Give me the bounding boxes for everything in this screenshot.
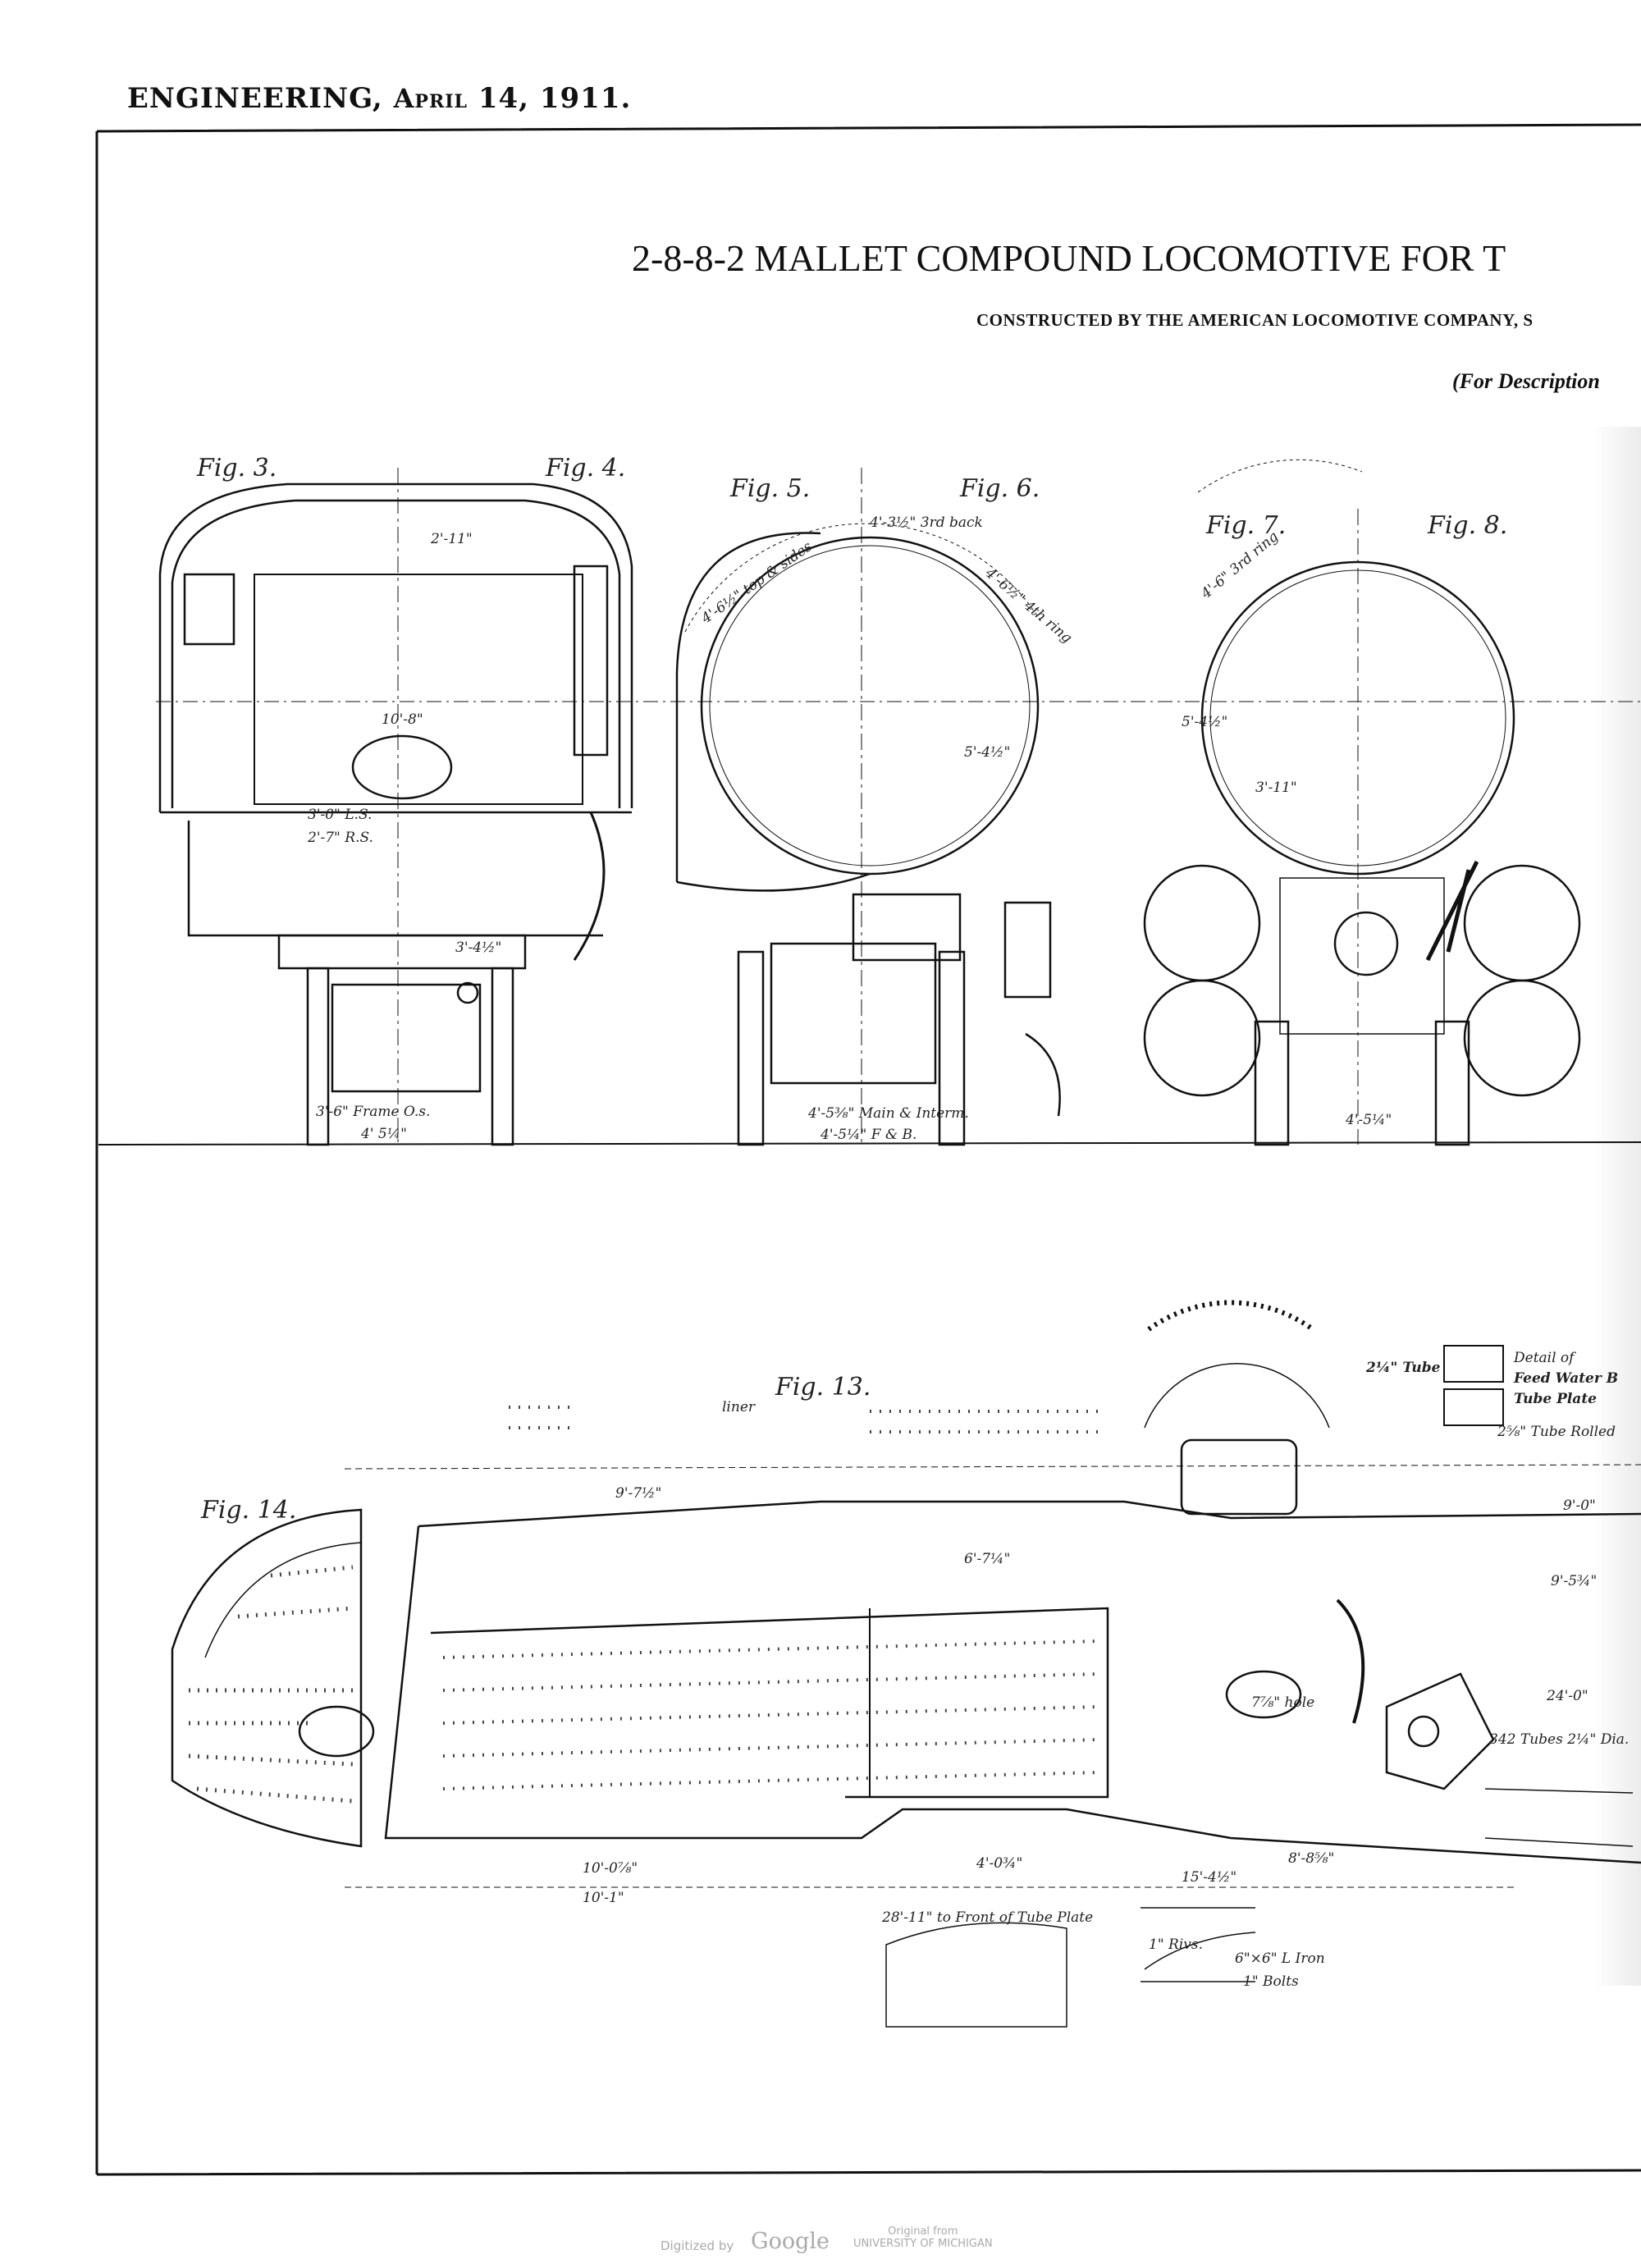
original-from: Original from UNIVERSITY OF MICHIGAN (853, 2225, 993, 2250)
dim-main-interm: 4'-5⅜" Main & Interm. (807, 1105, 969, 1122)
dim-24-0: 24'-0" (1546, 1688, 1588, 1704)
dim-5-4b: 5'-4½" (1182, 714, 1227, 730)
plate-subtitle: CONSTRUCTED BY THE AMERICAN LOCOMOTIVE C… (976, 310, 1534, 330)
dim-liner: liner (722, 1399, 756, 1415)
detail-caption-3: Tube Plate (1514, 1391, 1597, 1407)
fig13-firebox-elevation (344, 1300, 1641, 2028)
fig3-4-cab-front (158, 468, 633, 1146)
dim-2-11: 2'-11" (430, 531, 473, 547)
feed-water-detail (1443, 1345, 1504, 1426)
dim-10-0: 10'-0⅞" (583, 1860, 638, 1877)
fig8-label: Fig. 8. (1427, 511, 1507, 540)
fig5-6-boiler-section (675, 468, 1061, 1146)
fig4-label: Fig. 4. (545, 454, 625, 482)
original-from-label: Original from (888, 2225, 958, 2238)
dim-rivs: 1" Rivs. (1149, 1936, 1203, 1953)
detail-rolled: 2⅝" Tube Rolled (1497, 1424, 1616, 1440)
dim-10-1: 10'-1" (583, 1890, 624, 1906)
dim-fig78-gauge: 4'-5¼" (1345, 1112, 1392, 1128)
dim-to-front: 28'-11" to Front of Tube Plate (881, 1909, 1093, 1926)
fig14-back-head (171, 1508, 375, 1848)
dim-15-4: 15'-4½" (1182, 1869, 1236, 1886)
dim-4-0: 4'-0¾" (976, 1855, 1022, 1872)
fig7-label: Fig. 7. (1205, 511, 1286, 540)
dim-3-4: 3'-4½" (455, 940, 501, 956)
dim-9-5: 9'-5¾" (1551, 1573, 1597, 1589)
dim-5-4: 5'-4½" (964, 744, 1010, 761)
fig13-label: Fig. 13. (775, 1373, 871, 1401)
running-head: ENGINEERING, April 14, 1911. (127, 82, 631, 115)
dim-back: 4'-3½" 3rd back (869, 514, 983, 531)
issue-month: April (393, 83, 469, 114)
fig5-label: Fig. 5. (729, 474, 810, 503)
fig7-8-smokebox-section (1143, 459, 1581, 1146)
fig14-label: Fig. 14. (200, 1496, 296, 1525)
dim-tubes: 342 Tubes 2¼" Dia. (1489, 1731, 1629, 1748)
dim-handhole: 7⅞" hole (1251, 1694, 1314, 1711)
dim-gauge: 4' 5¼" (360, 1126, 407, 1142)
dim-bolts: 1" Bolts (1243, 1973, 1299, 1990)
rail-line (98, 1141, 1641, 1145)
detail-tube: 2¼" Tube (1365, 1360, 1441, 1376)
dim-iron: 6"×6" L Iron (1235, 1950, 1325, 1967)
google-logo: Google (751, 2229, 830, 2254)
fig6-label: Fig. 6. (959, 474, 1040, 503)
detail-caption-2: Feed Water B (1513, 1370, 1618, 1387)
digitized-by-text: Digitized by (661, 2238, 734, 2253)
description-note: (For Description (1452, 369, 1600, 393)
page-fold-shadow (1592, 427, 1641, 1986)
institution-name: UNIVERSITY OF MICHIGAN (853, 2238, 993, 2250)
dim-3-11: 3'-11" (1255, 780, 1297, 796)
dim-9-7: 9'-7½" (615, 1485, 661, 1502)
plate-border (95, 123, 1641, 2176)
dim-f-and-b: 4'-5¼" F & B. (820, 1127, 916, 1143)
dim-8-8: 8'-8⅝" (1288, 1850, 1334, 1867)
dim-6-7: 6'-7¼" (964, 1551, 1010, 1567)
dim-ls: 3'-0" L.S. (308, 807, 372, 823)
journal-name: ENGINEERING, (127, 82, 383, 115)
detail-caption-1: Detail of (1513, 1350, 1576, 1366)
plate-title: 2-8-8-2 MALLET COMPOUND LOCOMOTIVE FOR T (632, 237, 1506, 279)
dim-rs: 2'-7" R.S. (307, 830, 373, 846)
dim-top-sides: 4'-6½" top & sides (698, 538, 816, 628)
issue-date: 14, 1911. (478, 82, 632, 115)
fig3-label: Fig. 3. (196, 454, 277, 482)
dim-9-0: 9'-0" (1563, 1498, 1596, 1514)
dim-ring: 4'-6½" 4th ring (981, 565, 1075, 647)
dim-frame: 3'-6" Frame O.s. (316, 1104, 430, 1120)
dim-10-8: 10'-8" (382, 711, 423, 728)
